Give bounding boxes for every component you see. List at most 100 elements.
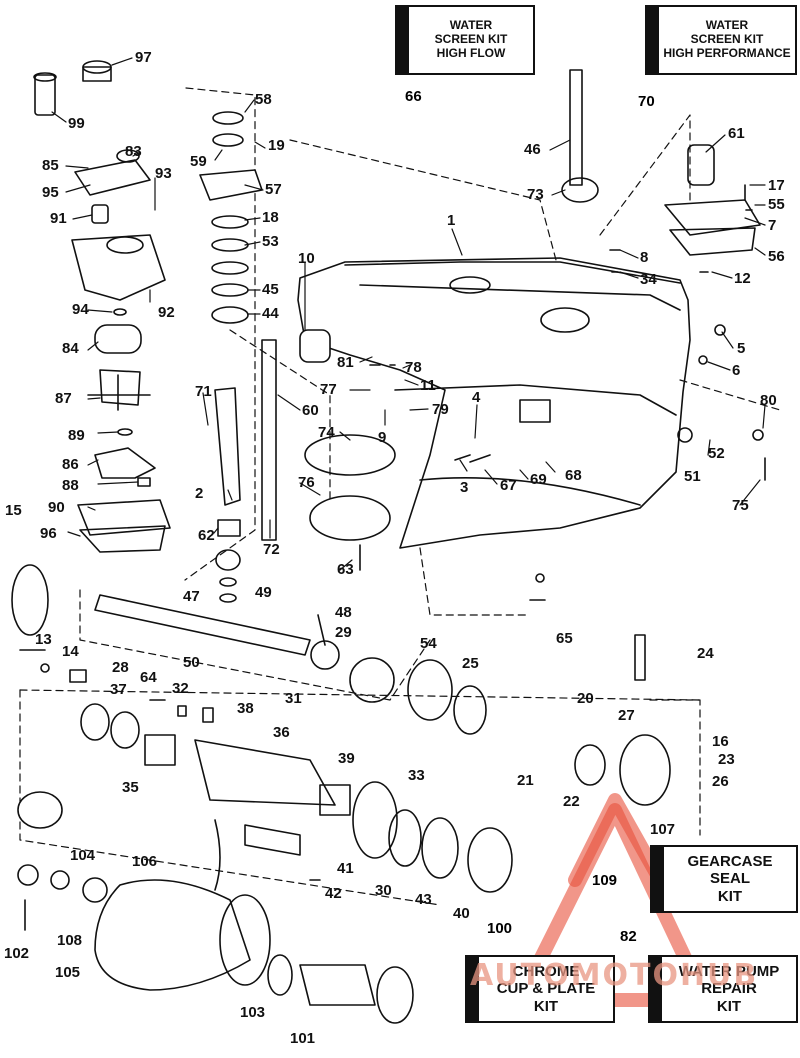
part-number-callout: 95	[42, 184, 59, 201]
kit-box-spine	[467, 957, 479, 1021]
water-pump-parts-drawing	[33, 60, 171, 553]
part-number-callout: 83	[125, 143, 142, 160]
kit-box-109: GEARCASE SEAL KIT	[650, 845, 798, 913]
kit-70-line-2: SCREEN KIT	[690, 32, 764, 47]
part-number-callout: 8	[640, 249, 648, 266]
part-number-callout: 18	[262, 209, 279, 226]
part-number-callout: 33	[408, 767, 425, 784]
part-number-callout: 46	[524, 141, 541, 158]
kit-box-100-text: CHROME CUP & PLATE KIT	[485, 963, 596, 1015]
part-number-callout: 60	[302, 402, 319, 419]
part-number-callout: 49	[255, 584, 272, 601]
part-number-callout: 86	[62, 456, 79, 473]
part-number-callout: 105	[55, 964, 80, 981]
kit-66-line-2: SCREEN KIT	[434, 32, 508, 47]
kit-number-82: 82	[620, 928, 637, 945]
part-number-callout: 94	[72, 301, 89, 318]
part-number-callout: 91	[50, 210, 67, 227]
part-number-callout: 51	[684, 468, 701, 485]
part-number-callout: 99	[68, 115, 85, 132]
part-number-callout: 93	[155, 165, 172, 182]
part-number-callout: 65	[556, 630, 573, 647]
part-number-callout: 85	[42, 157, 59, 174]
part-number-callout: 69	[530, 471, 547, 488]
kit-box-66: WATER SCREEN KIT HIGH FLOW	[395, 5, 535, 75]
part-number-callout: 101	[290, 1030, 315, 1047]
part-number-callout: 7	[768, 217, 776, 234]
kit-box-82-text: WATER PUMP REPAIR KIT	[667, 963, 780, 1015]
part-number-callout: 61	[728, 125, 745, 142]
kit-66-line-1: WATER	[449, 18, 493, 33]
part-number-callout: 11	[420, 377, 436, 394]
part-number-callout: 56	[768, 248, 785, 265]
part-number-callout: 15	[5, 502, 22, 519]
part-number-callout: 42	[325, 885, 342, 902]
part-number-callout: 26	[712, 773, 729, 790]
part-number-callout: 74	[318, 424, 335, 441]
gearcase-housing-drawing	[297, 257, 691, 549]
part-number-callout: 27	[618, 707, 635, 724]
part-number-callout: 6	[732, 362, 740, 379]
propeller-shaft-parts-drawing	[17, 594, 606, 931]
kit-box-spine	[647, 7, 659, 73]
part-number-callout: 68	[565, 467, 582, 484]
part-number-callout: 20	[577, 690, 594, 707]
part-number-callout: 43	[415, 891, 432, 908]
part-number-callout: 35	[122, 779, 139, 796]
kit-number-100: 100	[487, 920, 513, 937]
kit-82-line-3: KIT	[716, 997, 742, 1015]
part-number-callout: 23	[718, 751, 735, 768]
small-hardware-drawing	[11, 184, 766, 881]
part-number-callout: 16	[712, 733, 729, 750]
part-number-callout: 71	[195, 383, 212, 400]
part-number-callout: 88	[62, 477, 79, 494]
kit-109-line-2: SEAL	[709, 870, 750, 888]
part-number-callout: 84	[62, 340, 79, 357]
part-number-callout: 19	[268, 137, 285, 154]
part-number-callout: 108	[57, 932, 82, 949]
part-number-callout: 14	[62, 643, 79, 660]
part-number-callout: 57	[265, 181, 282, 198]
part-number-callout: 52	[708, 445, 725, 462]
kit-82-line-2: REPAIR	[701, 980, 757, 998]
part-number-callout: 24	[697, 645, 714, 662]
part-number-callout: 102	[4, 945, 29, 962]
right-side-parts-drawing	[304, 144, 761, 806]
part-number-callout: 38	[237, 700, 254, 717]
part-number-callout: 53	[262, 233, 279, 250]
kit-box-100: CHROME CUP & PLATE KIT	[465, 955, 615, 1023]
part-number-callout: 79	[432, 401, 449, 418]
part-number-callout: 89	[68, 427, 85, 444]
part-number-callout: 32	[172, 680, 189, 697]
part-number-callout: 9	[378, 429, 386, 446]
kit-box-spine	[650, 957, 662, 1021]
part-number-callout: 96	[40, 525, 57, 542]
part-number-callout: 63	[337, 561, 354, 578]
kit-box-82: WATER PUMP REPAIR KIT	[648, 955, 798, 1023]
part-number-callout: 90	[48, 499, 65, 516]
part-number-callout: 67	[500, 477, 517, 494]
part-number-callout: 30	[375, 882, 392, 899]
part-number-callout: 12	[734, 270, 751, 287]
part-number-callout: 40	[453, 905, 470, 922]
part-number-callout: 36	[273, 724, 290, 741]
part-number-callout: 72	[263, 541, 280, 558]
kit-109-line-1: GEARCASE	[687, 853, 773, 871]
kit-box-spine	[397, 7, 409, 73]
part-number-callout: 2	[195, 485, 203, 502]
part-number-callout: 39	[338, 750, 355, 767]
part-number-callout: 44	[262, 305, 279, 322]
kit-number-70: 70	[638, 93, 655, 110]
part-number-callout: 75	[732, 497, 749, 514]
part-number-callout: 34	[640, 271, 657, 288]
part-number-callout: 28	[112, 659, 129, 676]
part-number-callout: 5	[737, 340, 745, 357]
part-number-callout: 45	[262, 281, 279, 298]
part-number-callout: 59	[190, 153, 207, 170]
part-number-callout: 13	[35, 631, 52, 648]
part-number-callout: 37	[110, 681, 127, 698]
part-number-callout: 78	[405, 359, 422, 376]
part-number-callout: 3	[460, 479, 468, 496]
part-number-callout: 58	[255, 91, 272, 108]
part-number-callout: 21	[517, 772, 534, 789]
